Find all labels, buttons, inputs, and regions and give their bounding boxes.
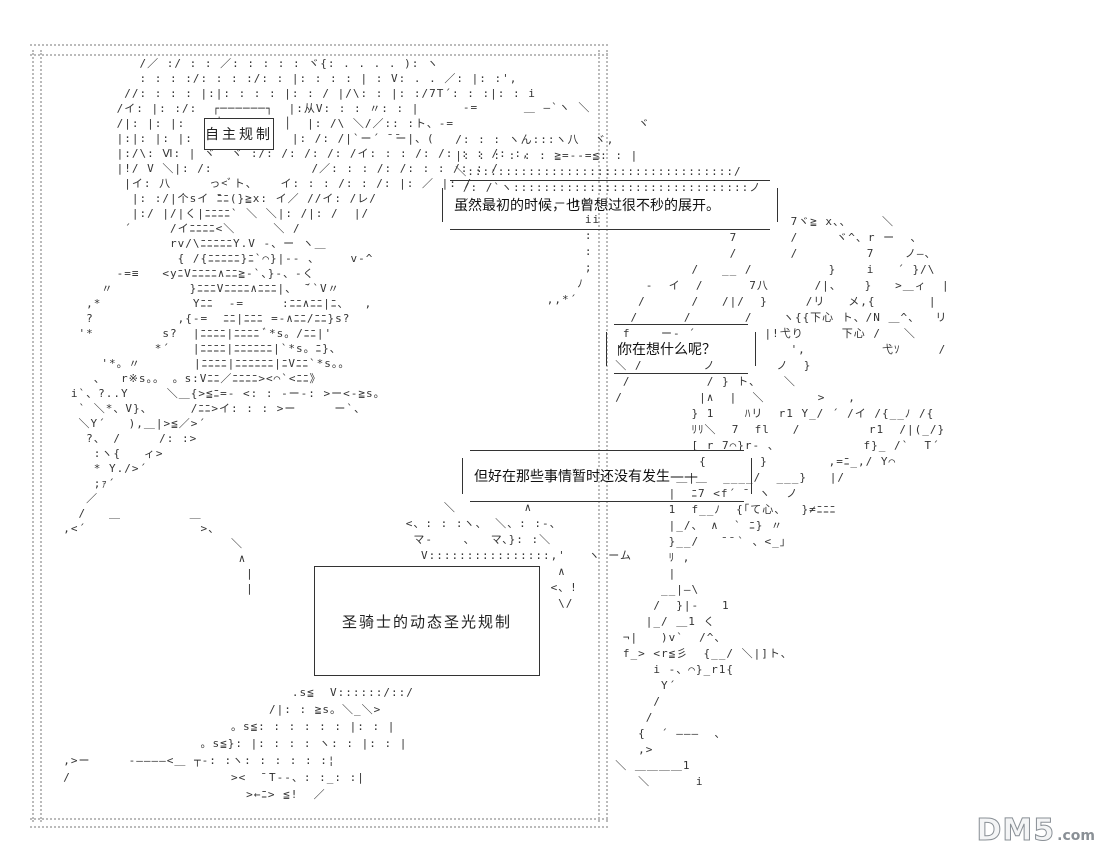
panel-border-right-inner [606,50,608,822]
panel-border-left-inner [40,50,42,822]
ascii-middle-art: -= ＿ ―`ヽ ＼ ヾ /: : : ヽん:::ヽ八 ヾ, |: : : : … [455,101,762,306]
self-rule-label: 自主规制 [204,118,274,150]
panel-border-left [32,50,34,822]
dm5-logo-suffix: .com [1057,828,1095,844]
panel-border-bottom [30,818,608,820]
self-rule-text: 自主规制 [205,127,273,143]
paladin-rule-text: 圣骑士的动态圣光规制 [341,612,512,631]
ascii-right-figure: 7ヾ≧ x、、 ＼ 7 / ヾ^、r ー 、 / / 7 ノ―、 / __ / … [615,215,950,788]
ascii-left-bottom: .s≦ V::::::/::/ /|: : ≧s。＼_＼> 。s≦: : : :… [63,686,414,801]
panel-border-top-inner [30,54,608,56]
speech-bubble-1-text: 虽然最初的时候，也曾想过很不秒的展开。 [454,198,720,214]
panel-border-bottom-inner [30,826,608,828]
speech-bubble-1: 虽然最初的时候，也曾想过很不秒的展开。 [440,180,780,230]
speech-bubble-2-text: 你在想什么呢？ [618,342,716,358]
dm5-logo-main: DM5 [976,813,1056,849]
speech-bubble-3-text: 但好在那些事情暂时还没有发生—— [474,469,698,485]
panel-border-right [598,50,600,822]
panel-border-top [30,44,608,46]
dm5-logo: DM5 .com [976,813,1095,849]
speech-bubble-3: 但好在那些事情暂时还没有发生—— [460,450,754,502]
ascii-middle-lower: ＼ ∧ <、: : :ヽ、 ＼、: :‐、 マ‐ 、 マ、}: :＼ V::::… [405,501,632,610]
paladin-rule-label: 圣骑士的动态圣光规制 [314,566,540,676]
speech-bubble-2: 你在想什么呢？ [604,324,758,374]
